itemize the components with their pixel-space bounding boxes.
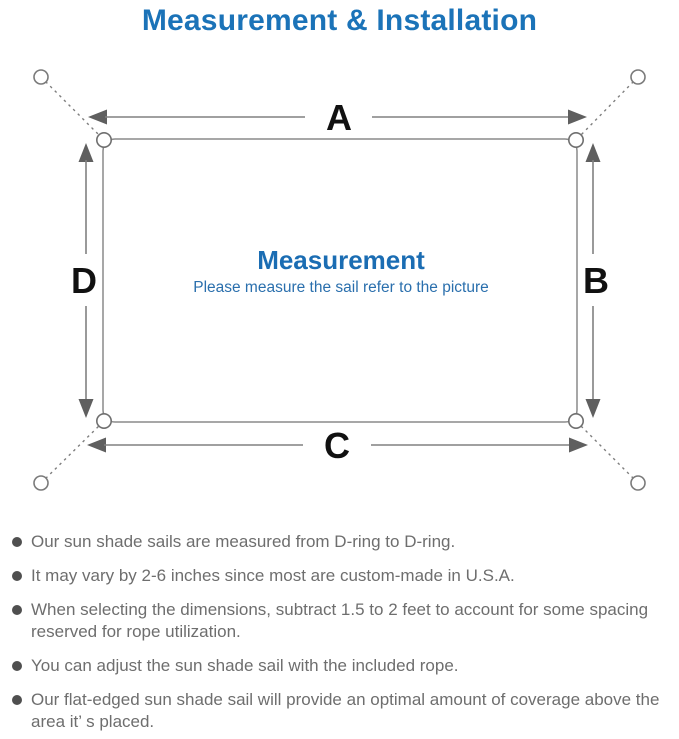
arrow-c-left-head-icon bbox=[87, 437, 106, 453]
anchor-point-icon-top-right bbox=[630, 69, 646, 85]
arrow-a-left-head-icon bbox=[88, 109, 107, 125]
note-text: It may vary by 2-6 inches since most are… bbox=[31, 566, 515, 585]
measurement-subtitle: Please measure the sail refer to the pic… bbox=[193, 279, 489, 296]
d-ring-icon-bottom-right bbox=[567, 412, 584, 429]
d-ring-icon-top-left bbox=[96, 132, 113, 149]
note-text: When selecting the dimensions, subtract … bbox=[31, 600, 649, 641]
note-item: Our sun shade sails are measured from D-… bbox=[10, 531, 670, 553]
anchor-point-icon-bottom-left bbox=[33, 475, 49, 491]
diagram-canvas: A C D B bbox=[33, 69, 646, 491]
arrow-a-right-head-icon bbox=[568, 109, 587, 125]
bullet-dot-icon bbox=[12, 605, 22, 615]
rope-dashed-line-top-right bbox=[575, 76, 639, 141]
page-title: Measurement & Installation bbox=[141, 4, 538, 37]
note-item: It may vary by 2-6 inches since most are… bbox=[10, 565, 670, 587]
d-ring-icon-top-right bbox=[567, 132, 584, 149]
dimension-label-b: B bbox=[583, 260, 609, 301]
arrow-d-top-head-icon bbox=[78, 143, 94, 162]
rope-dashed-line-bottom-right bbox=[575, 420, 639, 484]
bullet-dot-icon bbox=[12, 537, 22, 547]
arrow-b-top-head-icon bbox=[585, 143, 601, 162]
bullet-dot-icon bbox=[12, 571, 22, 581]
bullet-dot-icon bbox=[12, 695, 22, 705]
arrow-c-right-head-icon bbox=[569, 437, 588, 453]
note-text: You can adjust the sun shade sail with t… bbox=[31, 656, 459, 675]
dimension-label-c: C bbox=[324, 425, 350, 466]
note-text: Our sun shade sails are measured from D-… bbox=[31, 532, 456, 551]
d-ring-icon-bottom-left bbox=[96, 412, 113, 429]
rope-dashed-line-top-left bbox=[40, 76, 105, 141]
bullet-dot-icon bbox=[12, 661, 22, 671]
measurement-heading: Measurement bbox=[257, 245, 425, 275]
anchor-point-icon-top-left bbox=[33, 69, 49, 85]
sail-outline bbox=[102, 138, 578, 423]
note-item: You can adjust the sun shade sail with t… bbox=[10, 655, 670, 677]
dimension-label-a: A bbox=[326, 97, 352, 138]
sail-measurement-diagram: A C D B bbox=[0, 58, 679, 523]
anchor-point-icon-bottom-right bbox=[630, 475, 646, 491]
dimension-label-d: D bbox=[71, 260, 97, 301]
rope-dashed-line-bottom-left bbox=[40, 420, 105, 484]
arrow-b-bottom-head-icon bbox=[585, 399, 601, 418]
arrow-d-bottom-head-icon bbox=[78, 399, 94, 418]
note-text: Our flat-edged sun shade sail will provi… bbox=[31, 690, 660, 731]
notes-list: Our sun shade sails are measured from D-… bbox=[10, 531, 670, 739]
note-item: Our flat-edged sun shade sail will provi… bbox=[10, 689, 670, 733]
note-item: When selecting the dimensions, subtract … bbox=[10, 599, 670, 643]
